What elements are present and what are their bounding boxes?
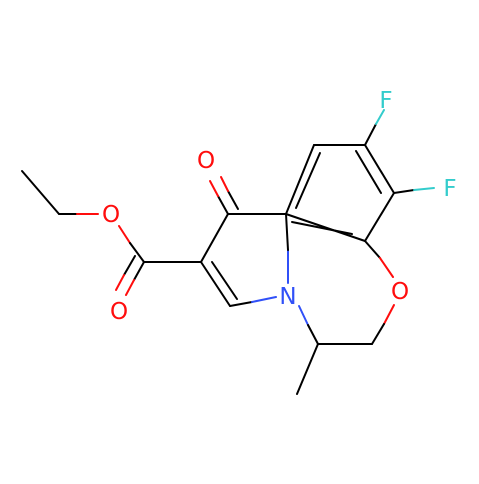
- atom-label-o-ketone: O: [197, 148, 215, 174]
- bond-o-ch2-half-o: [383, 304, 395, 325]
- bond-c4-o-b-o: [220, 176, 229, 192]
- bond-c6-f-half-f: [375, 109, 385, 125]
- bond-c2-n-half-c: [229, 301, 253, 307]
- bond-c2-n-half-n: [251, 296, 277, 303]
- bond-cester-o-b-c: [123, 255, 136, 276]
- bond-c4-o-a-c: [217, 195, 229, 215]
- bond-c8-o-half-o: [379, 257, 394, 278]
- bond-o-cester-half-o: [118, 225, 131, 244]
- atom-label-f-top: F: [379, 88, 392, 114]
- bond-cester-o-a-c: [133, 261, 145, 281]
- bond-c6-c7-inner: [355, 150, 382, 194]
- bond-c7-f-half-c: [393, 189, 415, 194]
- bond-c6-c7: [364, 144, 395, 194]
- bond-c4a-c5: [285, 144, 315, 215]
- bond-c6-f-half-c: [364, 123, 377, 146]
- bond-c3-c2: [200, 261, 231, 307]
- bond-n-c8a-half-c: [285, 213, 289, 251]
- bond-c7-c8: [364, 192, 395, 242]
- bond-n-stereo-half-c: [307, 324, 319, 345]
- atom-label-o-ester-double: O: [110, 299, 128, 325]
- bond-stereo-methyl: [296, 343, 319, 395]
- bond-cester-o-b-o: [115, 274, 125, 291]
- atom-label-n-ring: N: [279, 284, 296, 310]
- bond-c8-c8a: [285, 213, 366, 242]
- atom-label-o-ester-single: O: [102, 202, 120, 228]
- bond-c3-c2-inner: [211, 261, 238, 300]
- bond-c4-o-a-o: [209, 180, 219, 197]
- bond-ethyl-ch3-ch2: [21, 170, 60, 215]
- bond-c7-f-half-f: [413, 187, 435, 191]
- bond-c3-c4: [200, 213, 229, 263]
- bond-o-ch2-half-c: [371, 323, 385, 345]
- bond-c8-o-half-c: [364, 240, 381, 259]
- bond-o-cester-half-c: [129, 242, 145, 263]
- bond-c4-o-b-c: [227, 190, 239, 210]
- bond-c8-c8a-inner: [291, 221, 353, 235]
- atom-label-f-right: F: [443, 176, 456, 202]
- carbon-bonds: [21, 144, 395, 395]
- bond-cester-o-a-o: [125, 279, 135, 296]
- atom-label-o-ring: O: [391, 279, 409, 305]
- bond-n-stereo-half-n: [298, 305, 309, 326]
- bond-c4a-c5-inner: [295, 152, 321, 209]
